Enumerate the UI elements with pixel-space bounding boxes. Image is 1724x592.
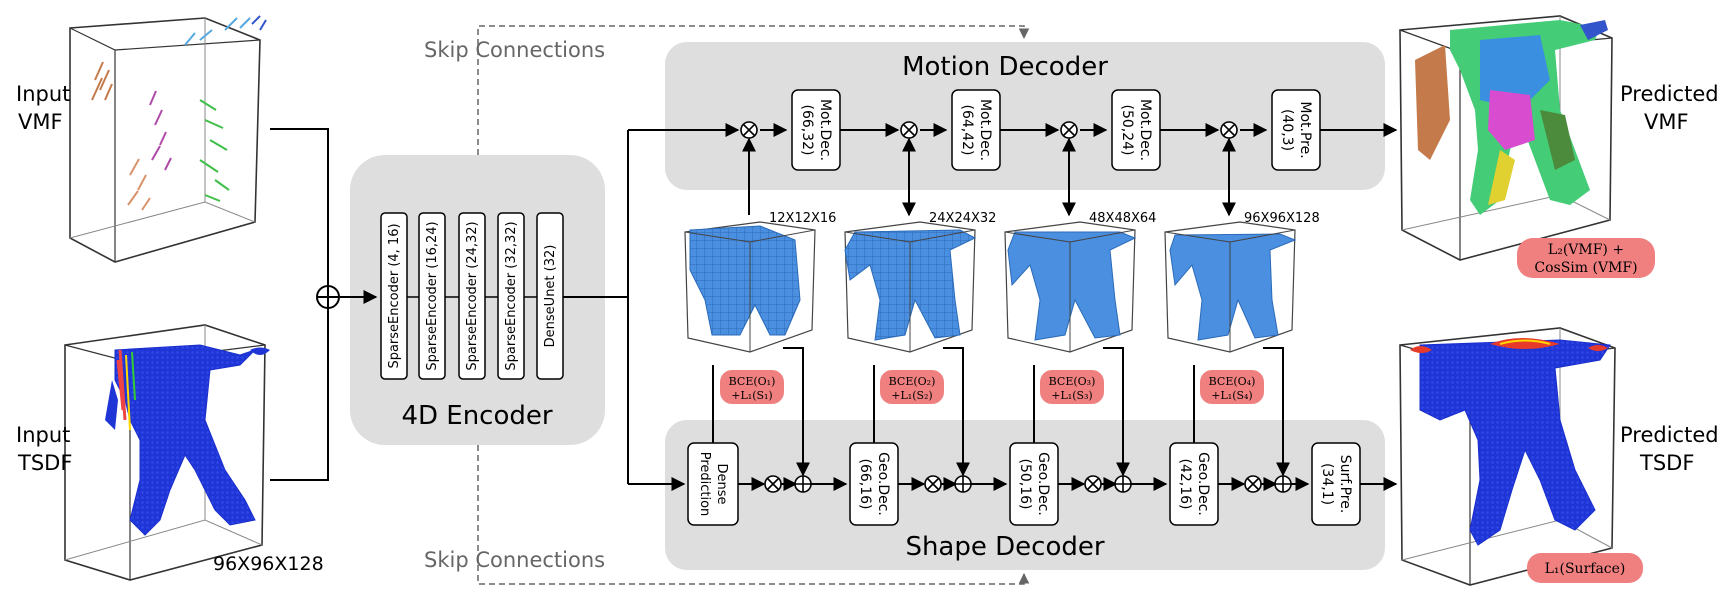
shape-block-5-line2: (34,1) [1319, 463, 1335, 505]
motion-block-2 [951, 89, 1001, 171]
encoder-block-2-label: SparseEncoder (16,24) [425, 221, 440, 370]
loss-pill-2-line1: BCE(O₂) [889, 375, 936, 388]
loss-pill-1-line1: BCE(O₁) [729, 375, 776, 388]
shape-block-1-line2: Prediction [697, 452, 712, 517]
loss-pill-4: BCE(O₄) +L₁(S₄) [1200, 370, 1264, 404]
loss-pill-3-line2: +L₁(S₃) [1051, 389, 1092, 402]
motion-block-1 [791, 89, 841, 171]
occupancy-grid-4 [1164, 221, 1297, 353]
motion-block-4-line1: Mot.Pre. [1297, 101, 1313, 158]
predicted-tsdf-label-2: TSDF [1639, 451, 1694, 475]
motion-decoder-title: Motion Decoder [902, 52, 1108, 82]
occupancy-grid-2-res: 24X24X32 [929, 211, 996, 226]
input-resolution-label: 96X96X128 [213, 553, 324, 575]
input-vmf-label-2: VMF [18, 110, 63, 134]
encoder-block-1-label: SparseEncoder (4, 16) [387, 223, 402, 368]
encoder-block-2 [418, 212, 446, 380]
shape-decoder-title: Shape Decoder [905, 532, 1104, 562]
loss-pill-3: BCE(O₃) +L₁(S₃) [1040, 370, 1104, 404]
shape-block-4-line2: (42,16) [1177, 458, 1193, 509]
motion-block-2-line2: (64,42) [959, 104, 975, 155]
loss-pill-4-line1: BCE(O₄) [1209, 375, 1256, 388]
concat-operator-icon [316, 285, 340, 309]
shape-block-2-line2: (66,16) [857, 458, 873, 509]
shape-operators [764, 475, 1292, 493]
vmf-loss-line2: CosSim (VMF) [1534, 260, 1637, 276]
input-tsdf-label-1: Input [16, 423, 70, 447]
input-vmf-label-1: Input [16, 82, 70, 106]
motion-decoder-blocks: Mot.Dec. (66,32) Mot.Dec. (64,42) Mot.De… [791, 89, 1321, 171]
loss-pill-1: BCE(O₁) +L₁(S₁) [720, 370, 784, 404]
predicted-vmf-label-2: VMF [1644, 110, 1689, 134]
encoder-block-4-label: SparseEncoder (32,32) [504, 221, 519, 370]
encoder-block-1 [380, 212, 408, 380]
tsdf-loss-line: L₁(Surface) [1545, 561, 1626, 577]
motion-block-4-line2: (40,3) [1279, 109, 1295, 151]
input-merge-lines [270, 128, 378, 481]
skip-connections-label-top: Skip Connections [424, 38, 605, 62]
shape-block-2-line1: Geo.Dec. [875, 452, 891, 516]
loss-pill-4-line2: +L₁(S₄) [1211, 389, 1252, 402]
shape-block-5-line1: Surf.Pre. [1337, 455, 1353, 514]
motion-decoder-panel [665, 42, 1385, 190]
occupancy-grid-1 [684, 221, 816, 353]
loss-pill-2-line2: +L₁(S₂) [891, 389, 932, 402]
motion-block-2-line1: Mot.Dec. [977, 99, 993, 161]
motion-block-3-line1: Mot.Dec. [1137, 99, 1153, 161]
predicted-tsdf-volume [1399, 327, 1616, 586]
shape-decoder-blocks: Dense Prediction Geo.Dec. (66,16) Geo.De… [687, 442, 1361, 526]
motion-multiply-operators [740, 121, 1238, 139]
occupancy-grid-2 [844, 221, 977, 353]
loss-pill-3-line1: BCE(O₃) [1049, 375, 1096, 388]
occupancy-grid-4-res: 96X96X128 [1244, 211, 1320, 226]
occupancy-links [712, 137, 1290, 477]
encoder-block-3 [458, 212, 486, 380]
motion-block-1-line1: Mot.Dec. [817, 99, 833, 161]
encoder-blocks: SparseEncoder (4, 16) SparseEncoder (16,… [380, 212, 564, 380]
loss-pill-2: BCE(O₂) +L₁(S₂) [880, 370, 944, 404]
encoder-block-4 [497, 212, 525, 380]
input-tsdf-label-2: TSDF [17, 451, 72, 475]
loss-pill-1-line2: +L₁(S₁) [731, 389, 772, 402]
shape-block-3-line2: (50,16) [1017, 458, 1033, 509]
shape-block-1-line1: Dense [714, 463, 729, 504]
encoder-title: 4D Encoder [401, 401, 552, 431]
motion-block-1-line2: (66,32) [799, 104, 815, 155]
encoder-output-lines [563, 123, 740, 491]
vmf-loss-line1: L₂(VMF) + [1548, 242, 1624, 258]
shape-block-5 [1311, 442, 1361, 526]
motion-block-3 [1111, 89, 1161, 171]
shape-block-4-line1: Geo.Dec. [1195, 452, 1211, 516]
input-tsdf-volume [64, 324, 270, 581]
encoder-block-5-label: DenseUnet (32) [543, 245, 558, 348]
predicted-tsdf-label-1: Predicted [1620, 423, 1719, 447]
predicted-vmf-volume [1399, 15, 1613, 261]
shape-block-3-line1: Geo.Dec. [1035, 452, 1051, 516]
shape-block-1 [687, 442, 739, 526]
motion-block-3-line2: (50,24) [1119, 104, 1135, 155]
occupancy-grid-1-res: 12X12X16 [769, 211, 836, 226]
encoder-block-3-label: SparseEncoder (24,32) [465, 221, 480, 370]
occupancy-grid-3 [1004, 221, 1137, 353]
input-vmf-volume [69, 15, 267, 263]
tsdf-loss-pill: L₁(Surface) [1527, 553, 1643, 583]
predicted-vmf-label-1: Predicted [1620, 82, 1719, 106]
vmf-loss-pill: L₂(VMF) + CosSim (VMF) [1517, 238, 1655, 278]
skip-connections: Skip Connections Skip Connections [424, 25, 1030, 585]
occupancy-grid-3-res: 48X48X64 [1089, 211, 1156, 226]
motion-block-4 [1271, 89, 1321, 171]
skip-connections-label-bottom: Skip Connections [424, 548, 605, 572]
